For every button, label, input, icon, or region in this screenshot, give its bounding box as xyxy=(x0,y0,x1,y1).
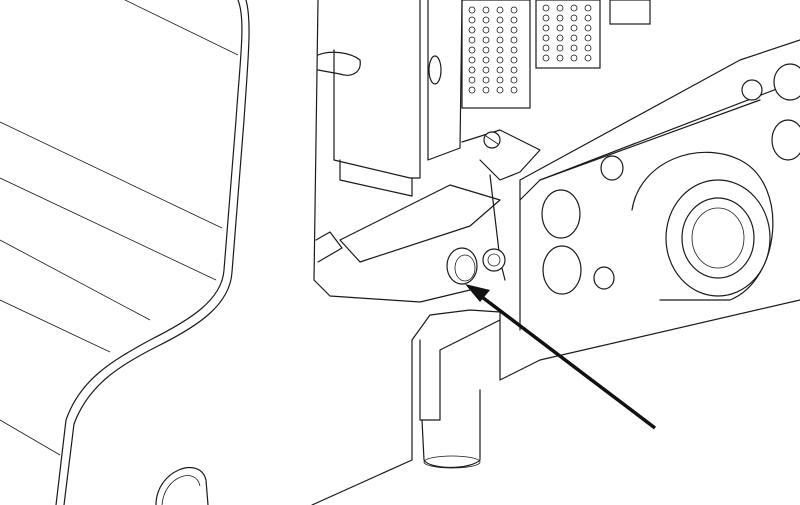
connector-pin xyxy=(482,36,490,44)
connector-pin xyxy=(584,44,592,52)
connector-pin xyxy=(556,54,564,62)
left-panel xyxy=(0,0,250,505)
connector-pin xyxy=(542,34,550,42)
connector-pin xyxy=(556,24,564,32)
connector-pin xyxy=(542,4,550,12)
rotary-knob xyxy=(631,151,774,301)
connector-pin xyxy=(468,36,476,44)
connector-pin xyxy=(468,6,476,14)
connector-pin xyxy=(510,46,518,54)
connector-pin xyxy=(482,6,490,14)
connector-pin xyxy=(468,46,476,54)
connector-pin xyxy=(482,66,490,74)
connector-pin xyxy=(482,46,490,54)
connector-pin xyxy=(510,26,518,34)
connector-pin xyxy=(542,14,550,22)
connector-pin xyxy=(496,36,504,44)
connector-pin xyxy=(584,24,592,32)
connector-pin xyxy=(468,16,476,24)
machine-assembly xyxy=(311,0,800,505)
connector-pin xyxy=(542,24,550,32)
connector-pin xyxy=(570,54,578,62)
connector-pin xyxy=(584,14,592,22)
connector-pin xyxy=(556,4,564,12)
connector-pin xyxy=(584,34,592,42)
connector-pin xyxy=(510,56,518,64)
connector-pin xyxy=(584,54,592,62)
connector-pin xyxy=(468,66,476,74)
connector-pin xyxy=(510,6,518,14)
connector-pin xyxy=(496,6,504,14)
connector-pin xyxy=(510,86,518,94)
connector-block xyxy=(461,0,651,109)
connector-pin xyxy=(482,86,490,94)
connector-pin xyxy=(496,46,504,54)
callout-arrow xyxy=(465,284,657,430)
connector-pin xyxy=(570,4,578,12)
connector-pin xyxy=(556,14,564,22)
connector-pin xyxy=(496,66,504,74)
connector-pin xyxy=(542,44,550,52)
connector-pin xyxy=(496,26,504,34)
connector-pin xyxy=(482,26,490,34)
connector-pin xyxy=(556,34,564,42)
connector-pin xyxy=(542,54,550,62)
connector-pin xyxy=(496,16,504,24)
connector-pin xyxy=(468,76,476,84)
connector-pin xyxy=(468,56,476,64)
connector-pin xyxy=(510,36,518,44)
connector-pin xyxy=(570,24,578,32)
connector-pin xyxy=(468,86,476,94)
connector-pin xyxy=(496,56,504,64)
connector-pin xyxy=(496,86,504,94)
connector-pin xyxy=(556,44,564,52)
connector-pin xyxy=(510,76,518,84)
connector-pin xyxy=(468,26,476,34)
connector-pin xyxy=(482,16,490,24)
connector-pin xyxy=(570,14,578,22)
connector-pin xyxy=(570,44,578,52)
connector-pin xyxy=(570,34,578,42)
connector-pin xyxy=(482,76,490,84)
connector-pin xyxy=(510,66,518,74)
connector-pin xyxy=(584,4,592,12)
connector-pin xyxy=(482,56,490,64)
connector-pin xyxy=(510,16,518,24)
connector-pin xyxy=(496,76,504,84)
